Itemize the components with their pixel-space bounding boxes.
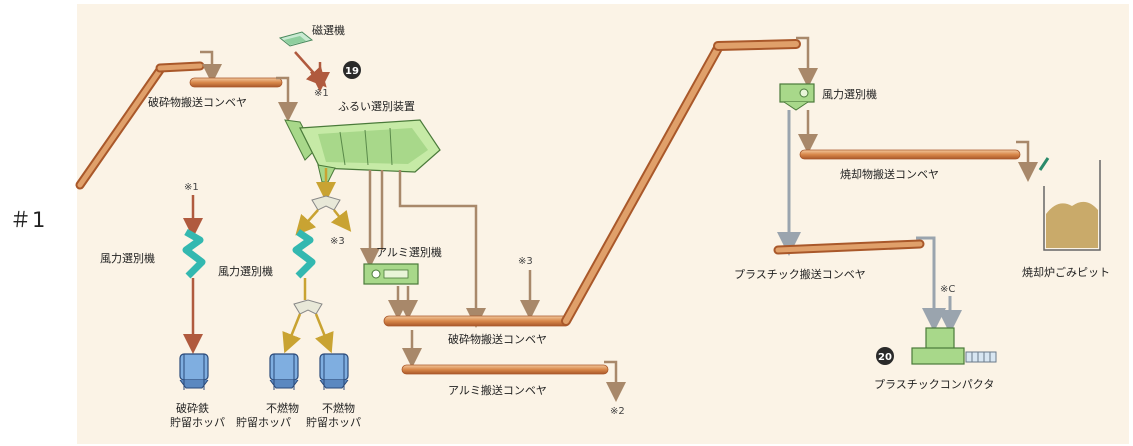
label-wind-separator-mid: 風力選別機 — [218, 264, 273, 278]
hopper-noncombustible-2 — [319, 353, 349, 390]
label-hopper-iron-2: 貯留ホッパ — [170, 416, 225, 429]
label-hopper-iron-1: 破砕鉄 — [176, 401, 209, 415]
svg-text:19: 19 — [345, 66, 359, 77]
wind-separator-right — [779, 83, 815, 111]
label-note-1-left: ※1 — [184, 182, 199, 193]
label-note-c: ※C — [940, 284, 955, 295]
flow-arrow — [796, 36, 818, 88]
label-crushed-conveyor-bottom: 破砕物搬送コンベヤ — [448, 332, 547, 346]
flow-arrow — [276, 76, 298, 122]
wind-separator-mid — [292, 229, 316, 279]
splitter-lower — [293, 299, 323, 315]
flow-arrow — [294, 51, 327, 88]
incineration-pit — [1043, 160, 1101, 251]
pit-gate — [1038, 157, 1050, 171]
label-magnetic-separator: 磁選機 — [312, 23, 345, 37]
side-label: ＃1 — [10, 208, 47, 232]
magnetic-separator — [278, 31, 314, 47]
flow-arrow — [916, 236, 946, 332]
crushed-conveyor-bottom — [383, 39, 801, 327]
label-plastic-conveyor: プラスチック搬送コンベヤ — [734, 267, 866, 281]
label-wind-separator-left: 風力選別機 — [100, 251, 155, 265]
flow-arrow — [295, 209, 319, 236]
crushed-conveyor-top — [189, 77, 283, 88]
flow-arrow — [1016, 140, 1038, 182]
flow-arrow — [398, 170, 486, 328]
label-hopper-nc1-2: 貯留ホッパ — [236, 416, 291, 429]
label-plastic-compactor: プラスチックコンパクタ — [874, 378, 994, 391]
badge-20: 20 — [876, 347, 894, 365]
label-note-3-left: ※3 — [330, 236, 345, 247]
label-hopper-nc2-2: 貯留ホッパ — [306, 416, 361, 429]
label-incineration-conveyor: 焼却物搬送コンベヤ — [840, 167, 939, 181]
svg-text:20: 20 — [878, 352, 892, 363]
label-note-3-mid: ※3 — [518, 256, 533, 267]
badge-19: 19 — [343, 61, 361, 79]
screen-separator — [284, 119, 441, 183]
flow-arrow — [200, 50, 222, 84]
left-incline-conveyor — [75, 61, 205, 190]
label-note-2: ※2 — [610, 406, 625, 417]
label-aluminum-conveyor: アルミ搬送コンベヤ — [448, 383, 547, 397]
label-note-1-top: ※1 — [314, 88, 329, 99]
plastic-compactor — [911, 327, 997, 365]
aluminum-separator — [363, 263, 419, 285]
label-crushed-conveyor-top: 破砕物搬送コンベヤ — [148, 95, 247, 109]
flow-arrow — [330, 209, 352, 232]
aluminum-conveyor — [401, 364, 609, 375]
splitter-upper — [311, 195, 341, 211]
flow-arrow — [604, 360, 626, 402]
label-aluminum-separator: アルミ選別機 — [376, 245, 442, 259]
hopper-noncombustible-1 — [269, 353, 299, 390]
hopper-iron — [179, 353, 209, 390]
incineration-conveyor — [799, 149, 1021, 160]
label-hopper-nc1-1: 不燃物 — [266, 401, 299, 415]
label-screen-separator: ふるい選別装置 — [338, 100, 415, 113]
wind-separator-left — [182, 228, 206, 279]
flow-arrow — [314, 313, 334, 354]
flow-arrow — [282, 313, 302, 354]
label-incineration-pit: 焼却炉ごみピット — [1022, 265, 1110, 279]
label-hopper-nc2-1: 不燃物 — [322, 401, 355, 415]
label-wind-separator-right: 風力選別機 — [822, 87, 877, 101]
